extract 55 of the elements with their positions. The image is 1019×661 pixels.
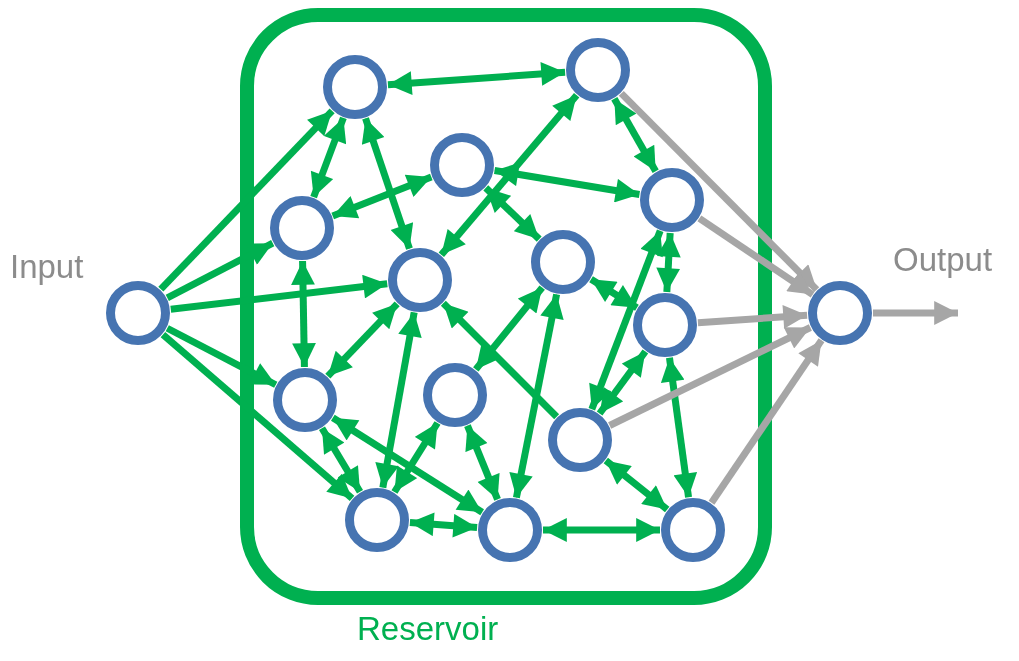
arrow: [391, 421, 441, 494]
neuron-circle: [548, 408, 612, 472]
node-label: Input: [10, 250, 84, 283]
arrow: [165, 240, 275, 301]
neuron-circle: [273, 368, 337, 432]
arrow: [483, 185, 542, 242]
arrow: [160, 331, 355, 502]
node-label: Output: [893, 243, 993, 276]
arrow: [608, 324, 812, 429]
arrow: [170, 274, 388, 313]
arrow: [318, 426, 364, 494]
arrow: [596, 349, 649, 416]
arrow: [618, 90, 820, 293]
reservoir-label: Reservoir: [357, 612, 499, 645]
neuron-circle: [566, 38, 630, 102]
arrow: [361, 117, 414, 250]
arrow: [697, 215, 815, 298]
neuron-circle: [423, 363, 487, 427]
arrow: [493, 162, 641, 203]
arrow: [440, 300, 560, 420]
arrow: [331, 173, 433, 220]
arrow: [310, 116, 347, 199]
arrow: [660, 357, 698, 498]
arrow: [509, 293, 564, 499]
neuron-circle: [323, 55, 387, 119]
neuron-circle: [633, 293, 697, 357]
neuron-circle: [430, 133, 494, 197]
arrow: [158, 108, 335, 292]
arrow: [375, 311, 422, 489]
arrow: [543, 518, 660, 542]
arrow: [409, 512, 478, 538]
arrow: [325, 301, 400, 379]
arrow: [656, 232, 681, 293]
arrow: [438, 92, 580, 258]
neuron-circle: [106, 281, 170, 345]
arrow: [588, 229, 664, 411]
neuron-circle: [808, 281, 872, 345]
arrow: [165, 325, 278, 388]
neuron-circle: [270, 196, 334, 260]
arrow: [708, 338, 825, 505]
arrow: [603, 457, 670, 513]
arrow: [464, 424, 501, 501]
arrow: [697, 305, 808, 329]
arrow: [387, 62, 566, 95]
neuron-circle: [345, 488, 409, 552]
arrow: [473, 285, 545, 372]
neuron-circle: [388, 248, 452, 312]
neuron-circle: [640, 168, 704, 232]
arrow: [589, 276, 639, 311]
arrow: [611, 96, 659, 174]
arrow: [331, 414, 484, 516]
neuron-circle: [478, 498, 542, 562]
neuron-circle: [531, 230, 595, 294]
arrow: [291, 260, 316, 368]
neuron-circle: [661, 498, 725, 562]
